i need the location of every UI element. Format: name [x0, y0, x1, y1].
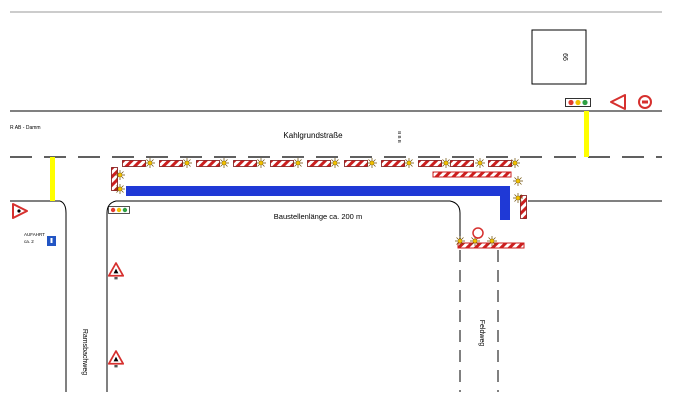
barrier-board-icon	[307, 160, 331, 167]
street-label-left: Ramsbachweg	[81, 329, 88, 375]
barrier-board-icon	[233, 160, 257, 167]
warning-lamp-icon	[330, 158, 340, 168]
barrier-board-icon	[111, 167, 118, 191]
street-label-main: Kahlgrundstraße	[283, 131, 343, 140]
barrier-right-segment	[432, 171, 527, 249]
top-left-note: R AB - Damm	[10, 125, 41, 131]
warning-lamp-icon	[115, 184, 125, 194]
road-edge-bottom-mid	[106, 200, 461, 392]
warning-lamp-icon	[510, 158, 520, 168]
barrier-board-icon	[418, 160, 442, 167]
building	[531, 29, 587, 85]
barrier-row	[122, 158, 520, 168]
roadworks-warning-icon	[108, 262, 124, 280]
warning-lamp-icon	[182, 158, 192, 168]
barrier-board-icon	[381, 160, 405, 167]
work-zone-feldweg	[500, 186, 510, 220]
warning-lamp-icon	[293, 158, 303, 168]
warning-lamp-icon	[475, 158, 485, 168]
barrier-board-icon	[344, 160, 368, 167]
warning-lamp-icon	[441, 158, 451, 168]
barrier-board-icon	[520, 194, 527, 220]
warning-lamp-icon	[455, 236, 465, 246]
warning-lamp-icon	[404, 158, 414, 168]
direction-info-sign: AUFAHRT ca. 2	[24, 232, 56, 246]
warning-lamp-icon	[256, 158, 266, 168]
barrier-board-icon	[488, 160, 512, 167]
barrier-column-left	[111, 167, 125, 194]
vertical-mark: B B B	[397, 131, 402, 143]
construction-length-label: Baustellenlänge ca. 200 m	[274, 212, 362, 221]
warning-lamp-icon	[487, 236, 497, 246]
traffic-gate-right	[584, 111, 589, 157]
prohibition-sign-icon	[638, 95, 652, 109]
give-way-icon	[12, 203, 28, 219]
barrier-board-icon	[270, 160, 294, 167]
warning-lamp-icon	[145, 158, 155, 168]
no-vehicles-sign-icon	[472, 227, 484, 239]
give-way-icon	[610, 94, 626, 110]
barrier-board-icon	[450, 160, 474, 167]
barrier-board-icon	[122, 160, 146, 167]
street-label-right: Feldweg	[478, 320, 485, 347]
warning-lamp-icon	[219, 158, 229, 168]
traffic-light-icon	[108, 206, 130, 214]
traffic-light-icon	[565, 98, 591, 107]
warning-lamp-icon	[513, 193, 523, 203]
work-zone-main	[126, 186, 510, 196]
side-road-left-west-edge	[59, 200, 67, 392]
info-sign-line2: ca. 2	[24, 239, 34, 244]
barrier-board-icon	[159, 160, 183, 167]
info-sign-line1: AUFAHRT	[24, 232, 45, 237]
traffic-gate-left	[50, 157, 55, 201]
warning-lamp-icon	[513, 176, 523, 186]
warning-lamp-icon	[367, 158, 377, 168]
roadworks-warning-icon	[108, 350, 124, 368]
building-number: 66	[561, 53, 568, 61]
warning-lamp-icon	[115, 170, 125, 180]
barrier-board-icon	[196, 160, 220, 167]
